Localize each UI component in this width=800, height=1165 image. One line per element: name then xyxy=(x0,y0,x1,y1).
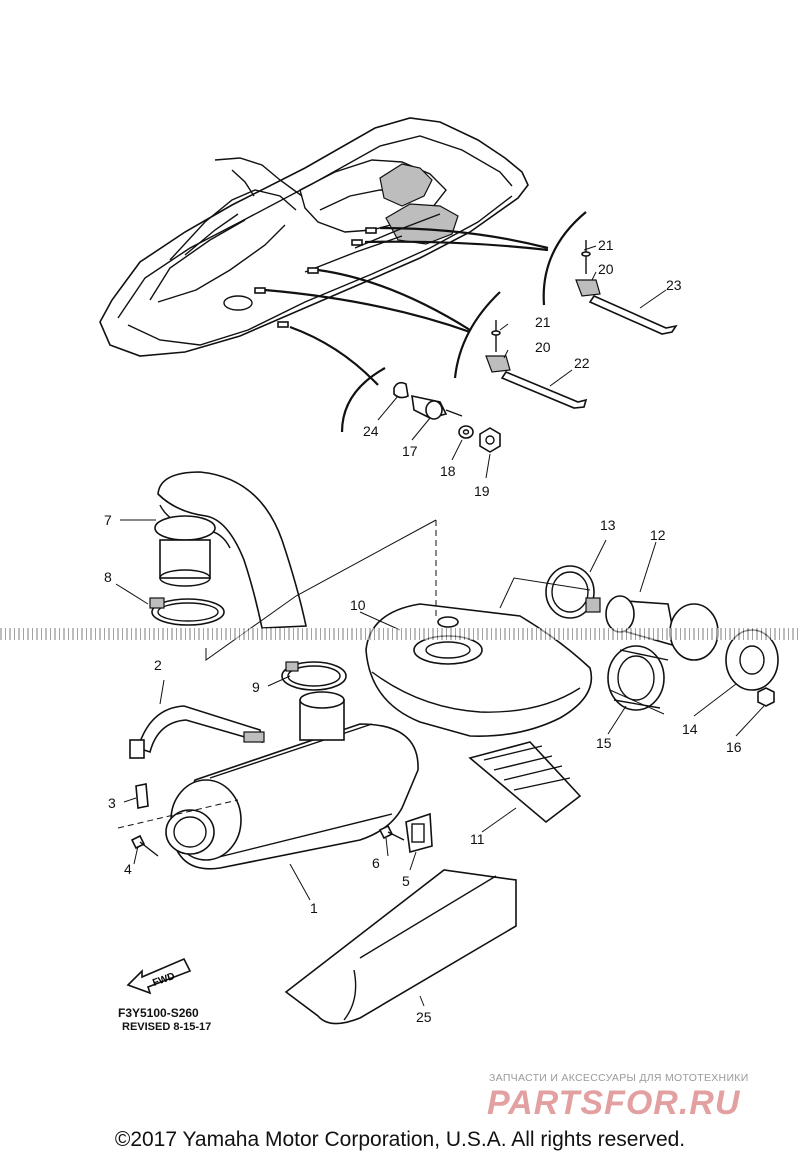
watercraft-illustration xyxy=(99,117,529,357)
callout-17: 17 xyxy=(402,443,418,459)
callout-24: 24 xyxy=(363,423,379,439)
part-16-nut xyxy=(757,687,775,707)
callout-19: 19 xyxy=(474,483,490,499)
copyright-notice: ©2017 Yamaha Motor Corporation, U.S.A. A… xyxy=(114,1128,686,1151)
part-15-flange xyxy=(607,645,669,711)
part-25-guard xyxy=(284,869,517,1025)
callout-2: 2 xyxy=(154,657,162,673)
part-19-nut xyxy=(479,427,501,453)
part-4-bolt xyxy=(130,834,159,857)
part-14-gasket xyxy=(669,603,779,691)
callout-1: 1 xyxy=(310,900,318,916)
scan-artifact-band xyxy=(0,628,800,640)
callout-21-lower: 21 xyxy=(535,314,551,330)
reference-code: F3Y5100-S260 xyxy=(118,1006,199,1020)
callout-7: 7 xyxy=(104,512,112,528)
part-1-muffler xyxy=(165,691,419,870)
callout-11: 11 xyxy=(470,831,485,847)
part-2-strap xyxy=(129,705,265,759)
callout-6: 6 xyxy=(372,855,380,871)
callout-5: 5 xyxy=(402,873,410,889)
callout-22: 22 xyxy=(574,355,590,371)
callout-15: 15 xyxy=(596,735,612,751)
part-11-pad xyxy=(468,741,582,824)
part-22-cable-tie xyxy=(500,371,588,409)
part-8-hose-clamp xyxy=(149,597,225,626)
revision-date: REVISED 8-15-17 xyxy=(122,1021,212,1033)
part-17-fitting xyxy=(411,394,463,420)
callout-12: 12 xyxy=(650,527,666,543)
part-6-bolt xyxy=(378,824,405,841)
callout-4: 4 xyxy=(124,861,132,877)
location-arrows xyxy=(264,211,587,433)
part-23-cable-tie xyxy=(588,294,678,335)
part-7-elbow-hose xyxy=(154,471,307,629)
callout-25: 25 xyxy=(416,1009,432,1025)
callout-9: 9 xyxy=(252,679,260,695)
callout-13: 13 xyxy=(600,517,616,533)
callout-23: 23 xyxy=(666,277,682,293)
watermark-subtitle: ЗАПЧАСТИ И АКСЕССУАРЫ ДЛЯ МОТОТЕХНИКИ xyxy=(489,1072,749,1084)
callout-21-upper: 21 xyxy=(598,237,614,253)
callout-14: 14 xyxy=(682,721,698,737)
callout-3: 3 xyxy=(108,795,116,811)
part-24-clip xyxy=(393,381,409,399)
part-13-clamp xyxy=(545,565,601,619)
callout-20-upper: 20 xyxy=(598,261,614,277)
part-21-lower xyxy=(491,320,501,352)
callout-10: 10 xyxy=(350,597,366,613)
part-20-upper xyxy=(575,279,601,297)
callout-labels: 1 2 3 4 5 6 7 8 9 10 11 12 13 14 15 16 1… xyxy=(104,237,742,1025)
part-9-hose-clamp xyxy=(281,661,347,691)
part-20-lower xyxy=(485,355,511,373)
callout-20-lower: 20 xyxy=(535,339,551,355)
watermark-brand: PARTSFOR.RU xyxy=(487,1084,741,1122)
callout-16: 16 xyxy=(726,739,742,755)
part-5-bracket xyxy=(405,812,433,854)
part-21-upper xyxy=(581,240,591,274)
callout-8: 8 xyxy=(104,569,112,585)
part-3-bracket xyxy=(117,783,239,829)
part-10-water-lock xyxy=(365,603,593,737)
callout-18: 18 xyxy=(440,463,456,479)
part-18-washer xyxy=(458,425,474,439)
fwd-arrow-icon: FWD xyxy=(126,957,192,995)
